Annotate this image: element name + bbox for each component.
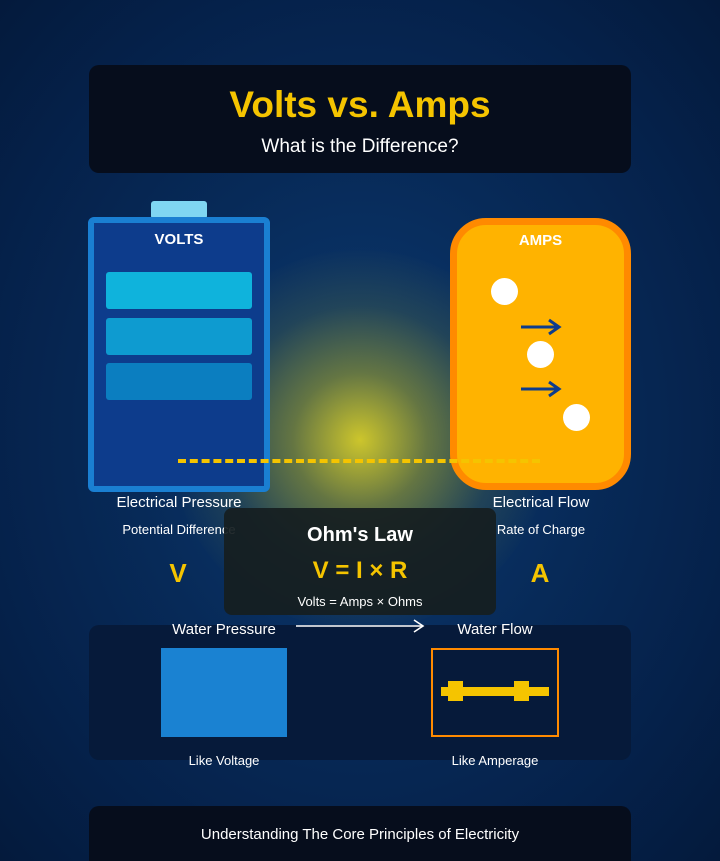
dashed-connector [178, 459, 540, 463]
amps-symbol: A [530, 558, 550, 588]
volts-subdescription: Potential Difference [122, 522, 236, 537]
page-title: Volts vs. Amps [229, 84, 491, 125]
amps-subdescription: Rate of Charge [496, 522, 586, 537]
flow-arrow-icon [521, 380, 562, 398]
water-pressure-tank [161, 648, 287, 737]
amps-label: AMPS [518, 232, 563, 249]
like-amperage-caption: Like Amperage [451, 753, 539, 768]
footer-panel [89, 806, 631, 861]
volts-label: VOLTS [154, 231, 204, 248]
electron-dot [563, 404, 590, 431]
battery-cell [106, 272, 252, 309]
ohms-law-title: Ohm's Law [307, 524, 413, 546]
volts-symbol: V [169, 558, 187, 588]
ohms-law-formula: V = I × R [312, 557, 408, 584]
page-subtitle: What is the Difference? [261, 136, 459, 157]
arrow-right-icon [296, 619, 425, 633]
header-panel [89, 65, 631, 173]
electron-dot [491, 278, 518, 305]
battery-cell [106, 363, 252, 400]
battery-cell [106, 318, 252, 355]
water-flow-label: Water Flow [457, 621, 533, 638]
footer-text: Understanding The Core Principles of Ele… [200, 826, 520, 843]
ohms-law-explanation: Volts = Amps × Ohms [297, 594, 423, 609]
flow-arrow-icon [521, 318, 562, 336]
amps-description: Electrical Flow [492, 494, 590, 511]
battery-terminal [151, 201, 207, 219]
like-voltage-caption: Like Voltage [188, 753, 260, 768]
water-pressure-label: Water Pressure [172, 621, 276, 638]
electron-dot [527, 341, 554, 368]
ohms-law-box [224, 508, 496, 615]
water-flow-frame [431, 648, 559, 737]
pipe-icon [441, 681, 549, 701]
volts-description: Electrical Pressure [116, 494, 242, 511]
